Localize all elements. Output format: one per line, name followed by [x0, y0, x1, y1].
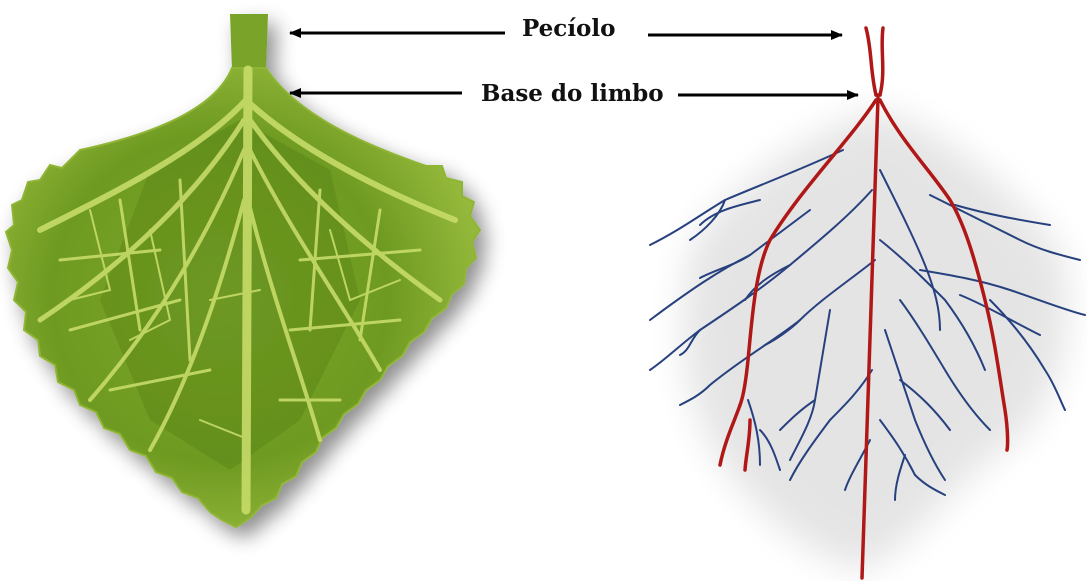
- vein-schematic: [650, 28, 1085, 578]
- label-peciolo: Pecíolo: [522, 15, 615, 42]
- leaf-photo: [6, 14, 480, 527]
- label-base-do-limbo: Base do limbo: [481, 80, 664, 107]
